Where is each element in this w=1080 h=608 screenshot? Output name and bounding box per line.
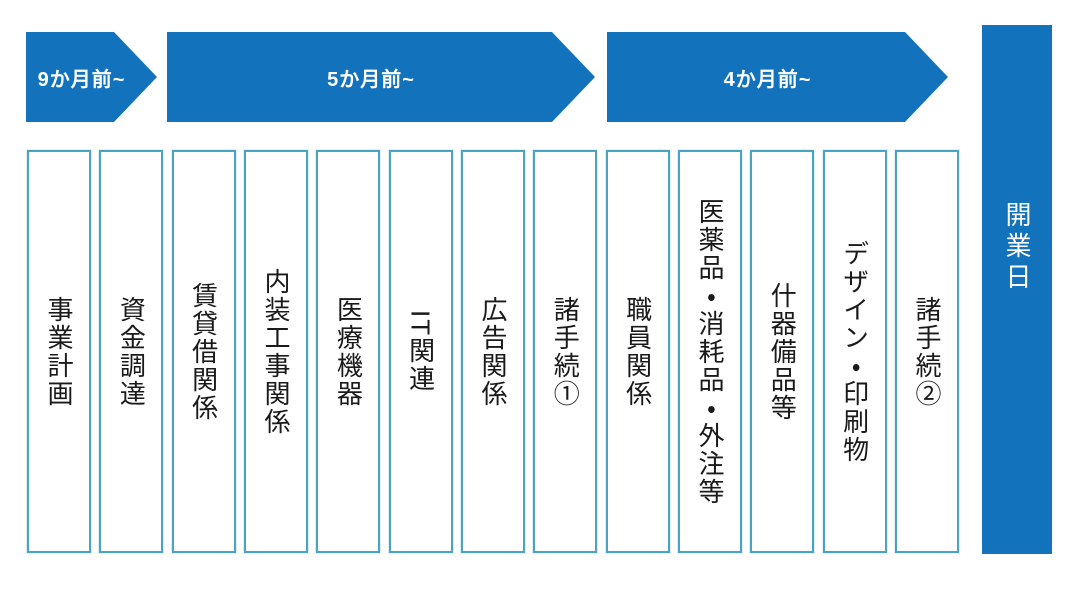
- task-column-interior-construction: 内装工事関係: [243, 150, 308, 553]
- task-column-label: 医薬品・消耗品・外注等: [694, 197, 725, 506]
- task-column-label: 什器備品等: [767, 281, 798, 422]
- task-column-label: 事業計画: [44, 295, 74, 408]
- task-column-it: IT関連: [388, 150, 453, 553]
- task-column-procedures-2: 諸手続②: [894, 150, 959, 553]
- task-column-medical-equipment: 医療機器: [316, 150, 381, 553]
- timeline-banner-9-months: 9か月前~: [26, 32, 157, 122]
- task-column-label: 資金調達: [116, 295, 147, 408]
- timeline-banner-5-months: 5か月前~: [167, 32, 595, 122]
- task-column-label: 諸手続①: [550, 295, 581, 408]
- task-columns: 事業計画 資金調達 賃貸借関係 内装工事関係 医療機器 IT関連 広告関係 諸手…: [27, 150, 959, 553]
- task-column-label: 賃貸借関係: [188, 281, 219, 422]
- task-column-procedures-1: 諸手続①: [533, 150, 598, 553]
- opening-day-bar: 開業日: [982, 25, 1052, 554]
- task-column-label: 諸手続②: [911, 295, 942, 408]
- task-column-label: 職員関係: [622, 295, 653, 408]
- task-column-label: 内装工事関係: [260, 267, 291, 436]
- task-column-pharmaceuticals-consumables: 医薬品・消耗品・外注等: [677, 150, 742, 553]
- timeline-banner-label: 9か月前~: [37, 68, 126, 91]
- task-column-staff: 職員関係: [605, 150, 670, 553]
- task-column-label: IT関連: [405, 309, 436, 394]
- task-column-design-printing: デザイン・印刷物: [822, 150, 887, 553]
- timeline-banner-4-months: 4か月前~: [607, 32, 948, 122]
- task-column-label: 広告関係: [477, 295, 508, 408]
- timeline-banner-label: 4か月前~: [723, 68, 812, 91]
- task-column-business-plan: 事業計画: [27, 150, 91, 553]
- task-column-label: 医療機器: [333, 295, 364, 408]
- timeline-banner-label: 5か月前~: [327, 68, 415, 91]
- opening-day-label: 開業日: [1002, 200, 1032, 294]
- task-column-fixtures: 什器備品等: [750, 150, 815, 553]
- task-column-funding: 資金調達: [99, 150, 164, 553]
- task-column-lease: 賃貸借関係: [171, 150, 236, 553]
- task-column-advertising: 広告関係: [460, 150, 525, 553]
- task-column-label: デザイン・印刷物: [839, 239, 870, 464]
